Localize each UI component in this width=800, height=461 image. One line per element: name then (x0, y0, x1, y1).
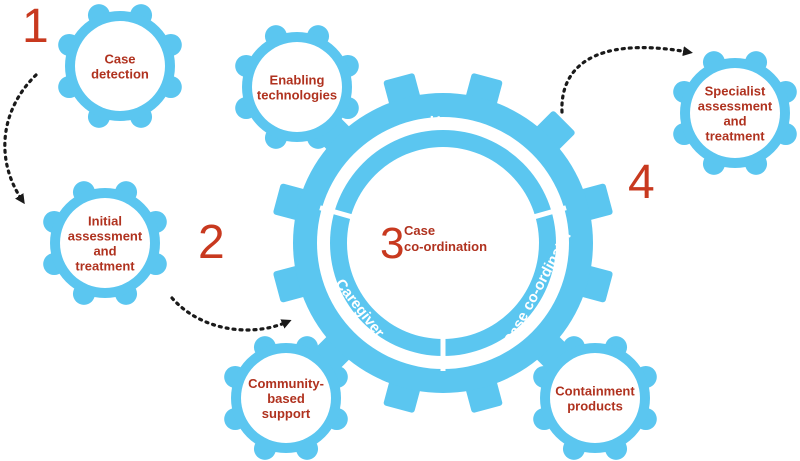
gear-label-line: Containment (555, 384, 635, 399)
gear-label-line: Enabling (270, 73, 325, 88)
arrow-1-to-2 (3, 73, 38, 205)
step-number-3: 3 (380, 219, 404, 268)
gear-label-line: treatment (705, 129, 765, 144)
step-number-4: 4 (628, 156, 655, 209)
gear-label-line: and (723, 114, 746, 129)
step-number-2: 2 (198, 216, 225, 269)
gear-label-line: Community- (248, 376, 324, 391)
gear-label-line: based (267, 391, 305, 406)
case-coordination-gear (273, 73, 613, 413)
gear-label-line: assessment (68, 229, 143, 244)
gear-label-line: Initial (88, 214, 122, 229)
gear-label-line: products (567, 399, 623, 414)
center-label-line1: Case (404, 223, 435, 238)
gear-label-line: detection (91, 67, 149, 82)
arrow-3-to-4 (560, 46, 693, 114)
gear-label-line: treatment (75, 259, 135, 274)
spoke-right (532, 205, 567, 220)
step-number-1: 1 (22, 0, 49, 53)
ring-label-user: User (429, 113, 463, 132)
spoke-left (319, 205, 354, 220)
gear-label-line: Case (104, 52, 135, 67)
gear-label-line: assessment (698, 99, 773, 114)
gear-label-line: technologies (257, 88, 337, 103)
gear-label-line: Specialist (705, 84, 766, 99)
arrow-2-to-3 (170, 296, 292, 332)
gear-label-line: support (262, 406, 311, 421)
center-label-line2: co-ordination (404, 239, 487, 254)
gear-label-line: and (93, 244, 116, 259)
